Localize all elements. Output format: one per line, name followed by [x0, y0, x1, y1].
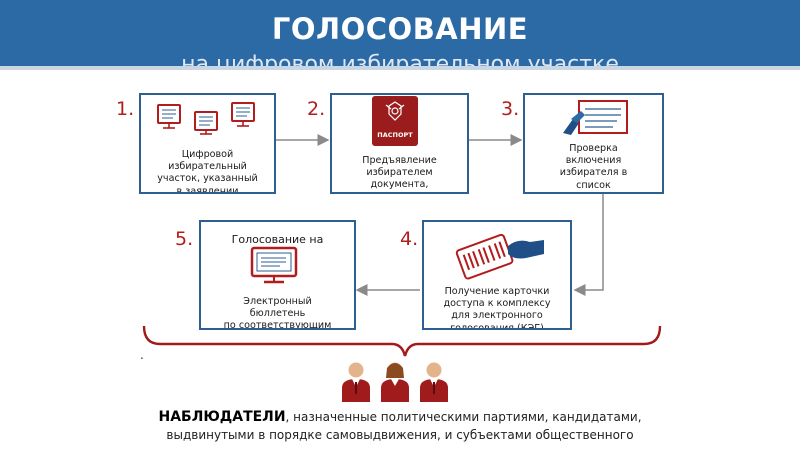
page-title: ГОЛОСОВАНИЕ — [271, 12, 529, 46]
observers-description: НАБЛЮДАТЕЛИ, назначенные политическими п… — [120, 408, 680, 444]
step-1-box: Цифровой избирательный участок, указанны… — [139, 93, 276, 194]
page-subtitle: на цифровом избирательном участке — [181, 52, 619, 66]
bullet-dot: . — [140, 348, 144, 362]
step-2-text: Предъявление избирателем документа, удос… — [353, 155, 445, 192]
step-5-text: Электронный бюллетень по соответствующим… — [223, 296, 332, 330]
step-3-number: 3. — [501, 98, 520, 120]
step-4-box: Получение карточки доступа к комплексу д… — [422, 220, 572, 330]
arrow-3-4 — [573, 194, 604, 296]
step-4-text: Получение карточки доступа к комплексу д… — [443, 286, 551, 330]
observers-body: , назначенные политическими партиями, ка… — [166, 410, 642, 442]
observers-heading: НАБЛЮДАТЕЛИ — [158, 409, 286, 425]
monitor-icon — [155, 101, 265, 141]
header-bar: ГОЛОСОВАНИЕ на цифровом избирательном уч… — [0, 0, 800, 66]
voting-terminal-icon — [248, 246, 304, 290]
header-divider — [0, 66, 800, 70]
passport-icon: ПАСПОРТ — [372, 96, 418, 146]
observers-brace — [142, 325, 662, 357]
observers-group-icon — [334, 360, 454, 406]
voter-list-check-icon — [561, 97, 631, 141]
access-card-icon — [454, 228, 546, 284]
step-1-text: Цифровой избирательный участок, указанны… — [157, 149, 258, 194]
step-5-title: Голосование на КЭГ — [231, 234, 324, 246]
step-2-box: ПАСПОРТ Предъявление избирателем докумен… — [330, 93, 469, 194]
step-3-text: Проверка включения избирателя в список и… — [553, 143, 633, 192]
passport-label: ПАСПОРТ — [377, 131, 413, 139]
step-3-box: Проверка включения избирателя в список и… — [523, 93, 664, 194]
step-5-number: 5. — [175, 228, 194, 250]
step-5-box: Голосование на КЭГ Электронный бюллетень… — [199, 220, 356, 330]
step-4-number: 4. — [400, 228, 419, 250]
step-2-number: 2. — [307, 98, 326, 120]
step-1-number: 1. — [116, 98, 135, 120]
